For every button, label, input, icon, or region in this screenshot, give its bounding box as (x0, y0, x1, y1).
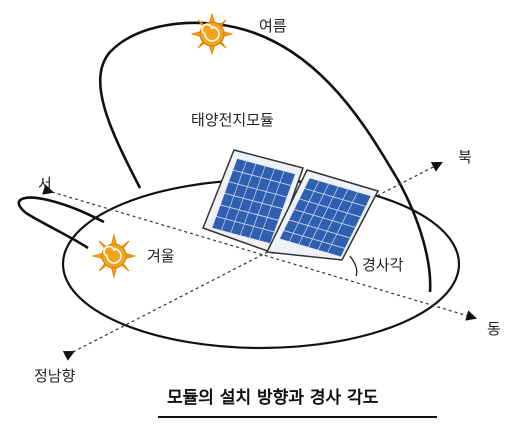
north-south-axis (62, 162, 443, 361)
tilt-angle-label: 경사각 (362, 256, 404, 274)
diagram-title: 모듈의 설치 방향과 경사 각도 (167, 387, 379, 408)
north-label: 북 (458, 148, 472, 166)
summer-label: 여름 (259, 17, 287, 35)
sun-icon (91, 233, 137, 279)
east-label: 동 (487, 320, 501, 338)
south-label: 정남향 (34, 367, 76, 385)
solar-panel (202, 149, 380, 277)
west-label: 서 (38, 175, 52, 193)
winter-label: 겨울 (147, 247, 175, 265)
winter-sun-path (17, 196, 105, 250)
sun-icon (190, 12, 234, 56)
module-label: 태양전지모듈 (191, 111, 274, 129)
